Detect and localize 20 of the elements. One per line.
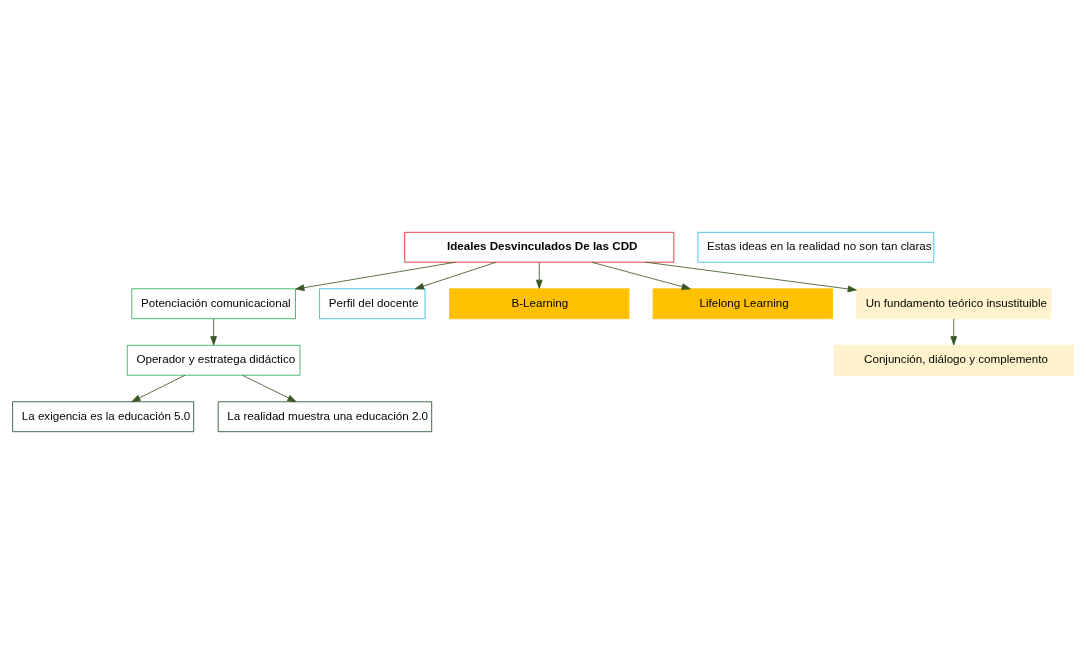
node-box: Ideales Desvinculados De las CDD — [404, 231, 675, 263]
arrow — [242, 374, 297, 402]
arrow — [295, 261, 456, 291]
node-box: B-Learning — [449, 287, 630, 319]
arrow — [645, 261, 857, 292]
arrow — [535, 261, 543, 289]
node-box: Un fundamento teórico insustituible — [856, 287, 1052, 319]
node-box: Potenciación comunicacional — [131, 287, 296, 319]
node-box: Operador y estratega didáctico — [126, 344, 301, 376]
arrow — [131, 374, 186, 402]
arrow — [210, 318, 217, 345]
arrow — [591, 261, 691, 290]
node-box: Lifelong Learning — [652, 287, 833, 319]
node-box: Conjunción, diálogo y complemento — [833, 344, 1074, 376]
arrow — [950, 318, 958, 345]
arrow — [414, 261, 497, 289]
node-box: La exigencia es la educación 5.0 — [12, 400, 195, 432]
node-box: Estas ideas en la realidad no son tan claras — [697, 231, 935, 263]
node-box: La realidad muestra una educación 2.0 — [217, 400, 433, 432]
node-box: Perfil del docente — [319, 287, 426, 319]
